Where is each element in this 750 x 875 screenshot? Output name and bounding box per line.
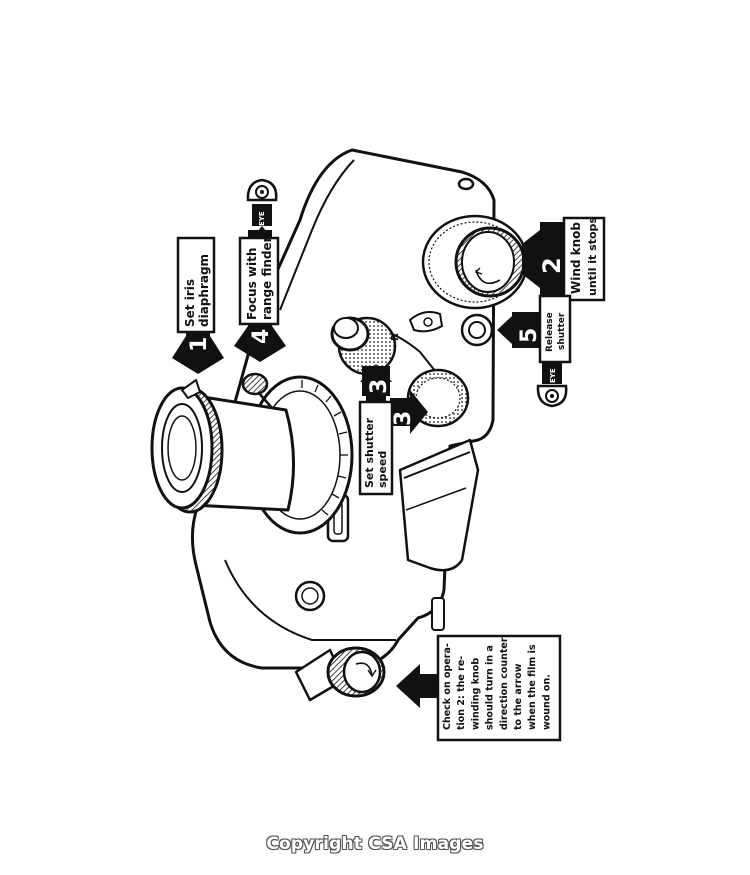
step-3a-shutter: 3 bbox=[360, 364, 392, 402]
step-5-eye-label: EYE bbox=[549, 368, 557, 383]
note-line: tion 2: the re- bbox=[456, 656, 467, 730]
step-1-label-line1: Set iris bbox=[183, 279, 197, 327]
knobs bbox=[326, 214, 529, 698]
note-line: wound on. bbox=[541, 674, 552, 730]
step-3b-label-line2: speed bbox=[376, 451, 389, 488]
note-line: when the film is bbox=[527, 644, 538, 730]
step-3b-number: 3 bbox=[391, 411, 416, 426]
step-1-label-line2: diaphragm bbox=[197, 254, 211, 327]
step-2-arrow bbox=[522, 222, 564, 296]
step-5-label-line2: shutter bbox=[557, 312, 567, 350]
rewind-check-note: Check on opera-tion 2: the re-winding kn… bbox=[396, 634, 562, 742]
note-line: should turn in a bbox=[485, 645, 496, 730]
note-line: direction counter bbox=[499, 637, 510, 730]
step-4-number: 4 bbox=[249, 329, 274, 344]
step-4-focus: Focus with range finder 4 EYE bbox=[234, 178, 286, 362]
note-lines: Check on opera-tion 2: the re-winding kn… bbox=[442, 637, 552, 730]
rewind-letter: R bbox=[390, 333, 401, 341]
lens-assembly bbox=[150, 372, 354, 535]
step-5-arrow bbox=[497, 312, 540, 348]
step-5-number: 5 bbox=[517, 328, 542, 343]
distance-scale-ticks bbox=[301, 380, 348, 516]
step-2-wind: Wind knob until it stops 2 bbox=[522, 217, 606, 302]
step-3b-shutter-speed: 3 Set shutter speed bbox=[358, 390, 428, 496]
step-1-set-iris: Set iris diaphragm 1 bbox=[172, 236, 224, 374]
note-arrow bbox=[396, 664, 438, 708]
step-3b-label-line1: Set shutter bbox=[363, 417, 376, 488]
step-2-label-line1: Wind knob bbox=[569, 222, 583, 294]
step-4-eye-label: EYE bbox=[258, 211, 266, 226]
step-5-release: Release shutter 5 EYE bbox=[497, 294, 572, 408]
note-line: winding knob bbox=[470, 658, 481, 730]
step-5-eye-icon bbox=[536, 384, 568, 408]
step-2-number: 2 bbox=[538, 257, 566, 274]
step-1-number: 1 bbox=[187, 337, 212, 352]
note-line: to the arrow bbox=[513, 663, 524, 730]
note-line: Check on opera- bbox=[442, 643, 453, 730]
step-5-label-line1: Release bbox=[545, 312, 555, 352]
step-4-label-line2: range finder bbox=[260, 236, 274, 320]
step-2-label-line2: until it stops bbox=[586, 217, 599, 296]
step-4-eye-icon bbox=[246, 178, 278, 202]
copyright-watermark: Copyright CSA Images bbox=[266, 834, 484, 854]
step-3a-number: 3 bbox=[367, 379, 392, 394]
step-4-label-line1: Focus with bbox=[245, 248, 259, 320]
